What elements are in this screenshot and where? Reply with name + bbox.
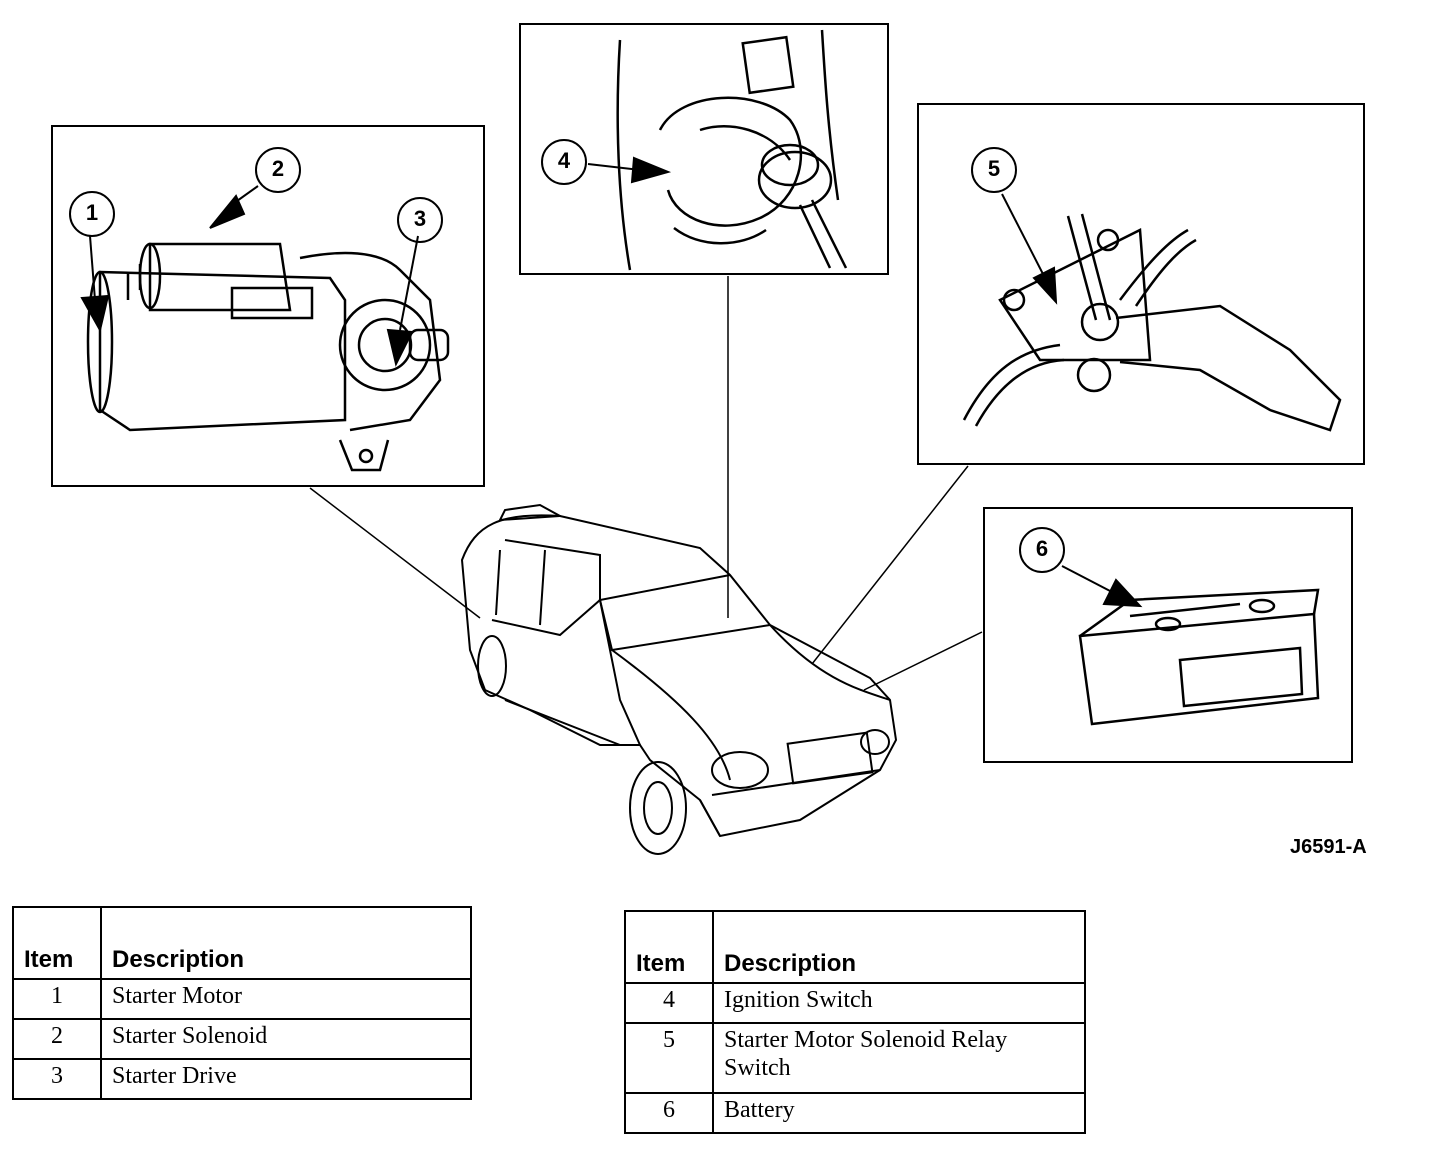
callout-circle-2: [255, 147, 301, 193]
callout-label-1: 1: [85, 200, 99, 225]
figure-code: J6591-A: [1290, 836, 1367, 858]
callout-label-5: 5: [987, 156, 1001, 181]
callout-arrows-panel-1: [80, 185, 419, 367]
leader-lines: [309, 276, 983, 691]
vehicle-drawing: [460, 503, 898, 855]
header-item: Item: [624, 910, 714, 984]
starter-motor-drawing: [86, 242, 450, 472]
callout-label-3: 3: [413, 206, 427, 231]
relay-switch-drawing: [962, 213, 1342, 432]
row-item: 2: [12, 1018, 102, 1060]
callout-label-6: 6: [1035, 536, 1049, 561]
panel-starter-motor: [51, 125, 485, 487]
panel-ignition-switch: [519, 23, 889, 275]
table-header-row: Item Description: [624, 910, 1086, 984]
callout-circle-6: [1019, 527, 1065, 573]
callout-label-4: 4: [557, 148, 571, 173]
row-description: Starter Motor: [100, 978, 472, 1020]
table-row: 1 Starter Motor: [12, 978, 472, 1020]
callout-label-2: 2: [271, 156, 285, 181]
row-item: 6: [624, 1092, 714, 1134]
row-description: Ignition Switch: [712, 982, 1086, 1024]
row-item: 5: [624, 1022, 714, 1094]
panel-relay-switch: [917, 103, 1365, 465]
row-item: 4: [624, 982, 714, 1024]
header-description: Description: [712, 910, 1086, 984]
legend-table-right: Item Description 4 Ignition Switch 5 Sta…: [624, 910, 1086, 1134]
ignition-switch-drawing: [616, 29, 848, 271]
table-header-row: Item Description: [12, 906, 472, 980]
callout-circle-3: [397, 197, 443, 243]
table-row: 4 Ignition Switch: [624, 982, 1086, 1024]
callout-circle-4: [541, 139, 587, 185]
legend-table-left: Item Description 1 Starter Motor 2 Start…: [12, 906, 472, 1100]
callout-circle-5: [971, 147, 1017, 193]
callout-arrow-panel-5: [1001, 193, 1058, 305]
header-description: Description: [100, 906, 472, 980]
callout-arrow-panel-6: [1061, 565, 1143, 608]
row-description: Battery: [712, 1092, 1086, 1134]
table-row: 2 Starter Solenoid: [12, 1018, 472, 1060]
callout-arrow-panel-4: [587, 156, 672, 184]
table-row: 6 Battery: [624, 1092, 1086, 1134]
row-description: Starter Solenoid: [100, 1018, 472, 1060]
row-description: Starter Motor Solenoid Relay Switch: [712, 1022, 1086, 1094]
header-item: Item: [12, 906, 102, 980]
row-item: 3: [12, 1058, 102, 1100]
panel-battery: [983, 507, 1353, 763]
row-item: 1: [12, 978, 102, 1020]
battery-drawing: [1078, 588, 1320, 726]
callout-circle-1: [69, 191, 115, 237]
table-row: 3 Starter Drive: [12, 1058, 472, 1100]
table-row: 5 Starter Motor Solenoid Relay Switch: [624, 1022, 1086, 1094]
row-description: Starter Drive: [100, 1058, 472, 1100]
